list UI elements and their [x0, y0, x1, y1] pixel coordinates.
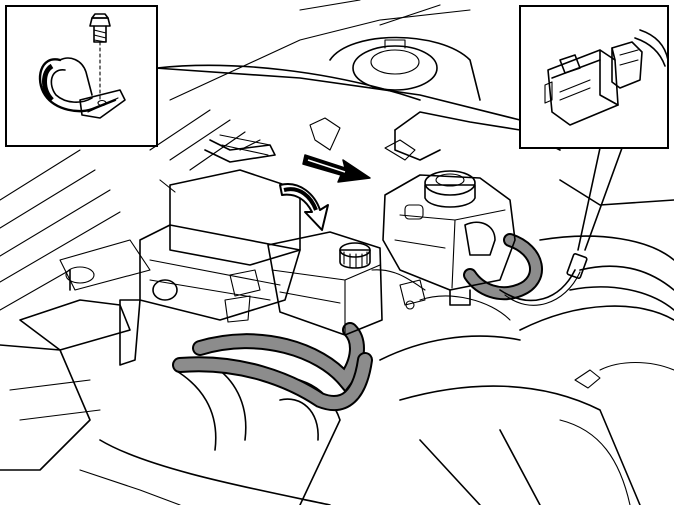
- reservoir-cap: [339, 242, 371, 269]
- move-arrow-left: [279, 183, 329, 231]
- move-arrow-right: [302, 154, 371, 183]
- engine-component: [119, 139, 301, 366]
- connector-leader-line-b: [584, 147, 623, 251]
- wiring-harness: [371, 253, 588, 306]
- strut-tower: [329, 36, 481, 101]
- clamp-detail: [5, 5, 158, 147]
- p-clamp-with-bolt-icon: [38, 13, 126, 119]
- highlighted-hose: [172, 134, 543, 411]
- clamp-leader-line: [156, 64, 421, 101]
- electrical-connector-icon: [544, 29, 669, 126]
- fluid-reservoir: [267, 231, 383, 336]
- coolant-tank-cap: [424, 170, 476, 208]
- connector-leader-line-a: [577, 147, 601, 251]
- coolant-tank: [382, 170, 516, 306]
- connector-detail: [519, 5, 669, 149]
